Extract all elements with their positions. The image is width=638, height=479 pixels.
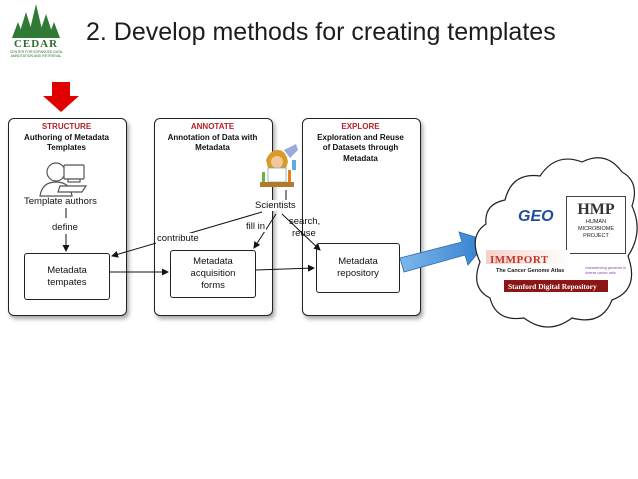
forms-line1: Metadata bbox=[193, 256, 233, 267]
page-title: 2. Develop methods for creating template… bbox=[86, 18, 556, 46]
templates-line1: Metadata bbox=[47, 264, 87, 276]
explore-line1: Exploration and Reuse bbox=[317, 132, 404, 142]
explore-line2: of Datasets through bbox=[322, 143, 399, 152]
hmp-line2: MICROBIOME bbox=[577, 226, 615, 232]
hmp-text: HMP bbox=[577, 201, 615, 218]
stanford-logo: Stanford Digital Repository bbox=[504, 280, 608, 292]
contribute-label: contribute bbox=[156, 233, 200, 244]
annotate-panel-header: ANNOTATE Annotation of Data with Metadat… bbox=[154, 122, 271, 154]
geo-text: GEO bbox=[518, 208, 554, 225]
structure-panel-header: STRUCTURE Authoring of Metadata Template… bbox=[8, 122, 125, 154]
logo-subtitle: CENTER FOR EXPANDED DATA ANNOTATION AND … bbox=[9, 50, 63, 58]
reuse-label: reuse bbox=[292, 228, 316, 239]
annotate-line1: Annotation of Data with bbox=[167, 132, 258, 142]
hmp-logo: HMP HUMAN MICROBIOME PROJECT bbox=[566, 196, 626, 254]
repository-line2: repository bbox=[337, 268, 379, 279]
hmp-line1: HUMAN bbox=[585, 219, 607, 225]
structure-line2: Templates bbox=[47, 143, 86, 152]
immport-text: IMMPORT bbox=[490, 254, 549, 266]
metadata-forms-box: Metadata acquisition forms bbox=[170, 250, 256, 298]
define-label: define bbox=[52, 222, 78, 233]
search-label: search, bbox=[289, 216, 321, 227]
metadata-templates-box: Metadata tempates bbox=[24, 253, 110, 300]
tcga-logo: The Cancer Genome Atlas bbox=[496, 268, 564, 274]
explore-line3: Metadata bbox=[343, 153, 378, 163]
tcga-text: The Cancer Genome Atlas bbox=[496, 268, 565, 274]
hmp-line3: PROJECT bbox=[583, 233, 609, 239]
fill-in-label: fill in bbox=[245, 221, 267, 232]
stanford-text: Stanford Digital Repository bbox=[508, 281, 597, 291]
annotate-line2: Metadata bbox=[195, 143, 230, 152]
repository-line1: Metadata bbox=[338, 256, 378, 267]
templates-line2: tempates bbox=[47, 276, 87, 288]
forms-line3: forms bbox=[201, 280, 225, 291]
explore-heading: EXPLORE bbox=[341, 122, 380, 131]
structure-line1: Authoring of Metadata bbox=[24, 132, 109, 142]
explore-panel-header: EXPLORE Exploration and Reuse of Dataset… bbox=[302, 122, 419, 164]
immport-logo: IMMPORT bbox=[486, 250, 570, 266]
geo-logo: GEO bbox=[518, 208, 554, 226]
template-authors-label: Template authors bbox=[24, 196, 97, 207]
forms-line2: acquisition bbox=[190, 268, 236, 279]
structure-heading: STRUCTURE bbox=[41, 122, 92, 131]
logo-name: CEDAR bbox=[13, 38, 59, 50]
metadata-repository-box: Metadata repository bbox=[316, 243, 400, 293]
scientists-label: Scientists bbox=[254, 200, 297, 211]
down-arrow-icon bbox=[43, 82, 79, 112]
tcga-tagline: characterizing genomes in diverse cancer… bbox=[585, 266, 626, 275]
annotate-heading: ANNOTATE bbox=[190, 122, 235, 131]
